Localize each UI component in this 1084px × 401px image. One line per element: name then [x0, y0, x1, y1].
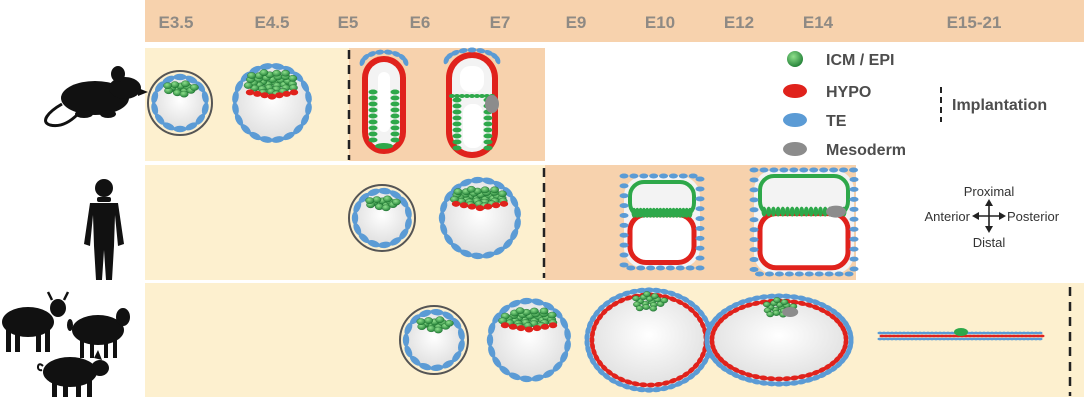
stage-label-e15-21: E15-21 [947, 13, 1002, 32]
mouse-e7-mesoderm [485, 95, 499, 113]
stage-label-e10: E10 [645, 13, 675, 32]
mouse-e6-egg-cylinder [359, 49, 409, 154]
mouse-icon [44, 66, 148, 128]
mouse-e7-egg-cylinder [443, 47, 501, 158]
legend-epi-label: ICM / EPI [826, 52, 894, 69]
ungulate-e12-ovoid-blastocyst [704, 293, 854, 387]
stage-label-e12: E12 [724, 13, 754, 32]
legend-epi-swatch [787, 51, 803, 67]
stage-label-e14: E14 [803, 13, 834, 32]
legend: ICM / EPI HYPO TE Mesoderm Implantation [783, 51, 1047, 159]
mouse-e3-5-blastocyst [147, 70, 213, 136]
axis-proximal-label: Proximal [964, 184, 1015, 199]
orientation-axes: Proximal Distal Anterior Posterior [924, 184, 1059, 250]
ungulate-e10-ovoid-blastocyst [584, 287, 714, 393]
human-e6-blastocyst [348, 184, 416, 252]
human-e7-blastocyst [438, 176, 521, 260]
legend-hypo-label: HYPO [826, 84, 871, 101]
axis-distal-label: Distal [973, 235, 1006, 250]
legend-te-swatch [783, 113, 807, 127]
stage-label-e7: E7 [490, 13, 511, 32]
livestock-icon [2, 291, 130, 397]
four-way-arrow-icon [976, 203, 1002, 229]
human-e10-bilaminar-disc [619, 173, 705, 271]
stage-label-e3-5: E3.5 [159, 13, 194, 32]
human-icon [84, 179, 124, 280]
legend-te-label: TE [826, 113, 847, 130]
stage-header-band [145, 0, 1084, 42]
legend-hypo-swatch [783, 84, 807, 98]
stage-label-e6: E6 [410, 13, 431, 32]
stage-label-e4-5: E4.5 [255, 13, 290, 32]
ungulate-e7-blastocyst [399, 305, 469, 375]
stage-labels: E3.5 E4.5 E5 E6 E7 E9 E10 E12 E14 E15-21 [159, 13, 1002, 32]
legend-mesoderm-label: Mesoderm [826, 142, 906, 159]
mouse-e4-5-blastocyst [232, 63, 312, 143]
human-row-legend-clear [856, 165, 1084, 280]
legend-implantation-label: Implantation [952, 97, 1047, 114]
ungulate-elongated-conceptus [877, 328, 1045, 341]
embryo-illustrations [147, 47, 1045, 393]
ungulate-e9-blastocyst [486, 297, 571, 383]
axis-posterior-label: Posterior [1007, 209, 1060, 224]
stage-label-e5: E5 [338, 13, 359, 32]
legend-mesoderm-swatch [783, 142, 807, 156]
stage-label-e9: E9 [566, 13, 587, 32]
axis-anterior-label: Anterior [924, 209, 970, 224]
human-e12-bilaminar-disc [749, 167, 859, 277]
